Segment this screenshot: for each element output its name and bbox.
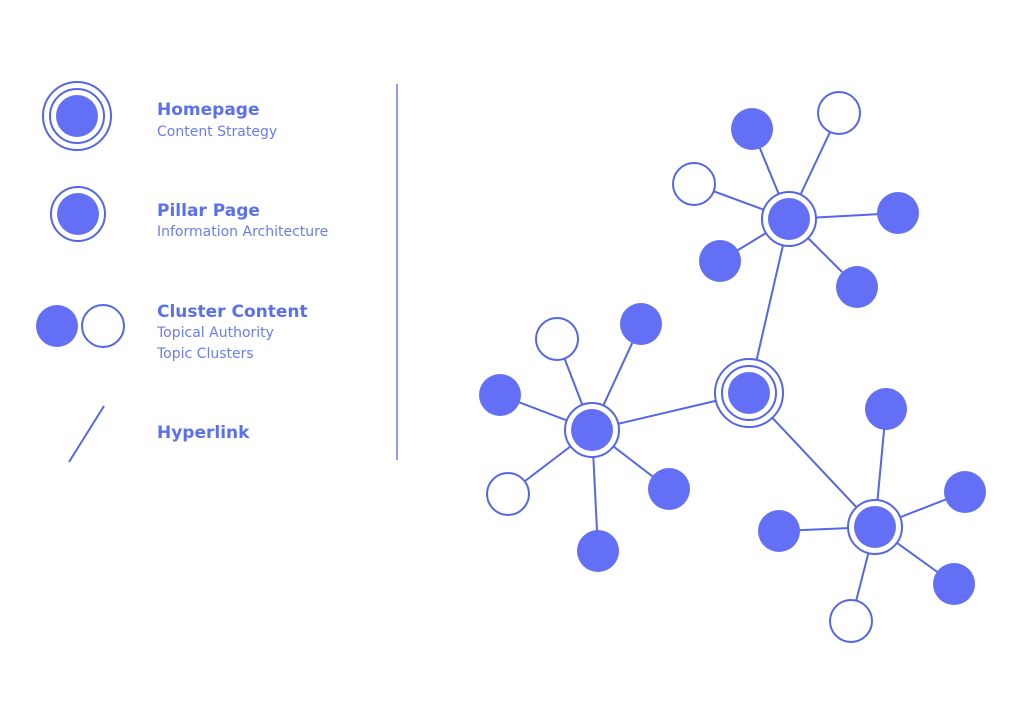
legend-pillar-icon (50, 186, 106, 242)
cluster-node-filled (865, 388, 907, 430)
legend-pillar-subtitle: Information Architecture (157, 224, 328, 240)
legend-cluster-icon (36, 304, 125, 348)
cluster-node-filled (731, 108, 773, 150)
legend-hyperlink-icon (68, 405, 105, 463)
legend-pillar-title: Pillar Page (157, 201, 260, 221)
cluster-node-filled (479, 374, 521, 416)
legend-homepage-title: Homepage (157, 100, 260, 120)
legend-homepage-subtitle: Content Strategy (157, 124, 277, 140)
cluster-node-filled (648, 468, 690, 510)
legend-cluster-subtitle-2: Topic Clusters (156, 346, 254, 362)
cluster-node-filled (933, 563, 975, 605)
homepage-node (714, 358, 784, 428)
cluster-node-filled (877, 192, 919, 234)
cluster-node-outline (486, 472, 530, 516)
legend-hyperlink-title: Hyperlink (157, 423, 250, 443)
cluster-node-filled (577, 530, 619, 572)
cluster-node-filled (758, 510, 800, 552)
pillar-node-right (847, 499, 903, 555)
legend-homepage-icon (42, 81, 112, 151)
legend-cluster-subtitle-1: Topical Authority (156, 325, 274, 341)
cluster-node-outline (829, 599, 873, 643)
pillar-node-top (761, 191, 817, 247)
pillar-node-left (564, 402, 620, 458)
cluster-node-filled (944, 471, 986, 513)
cluster-node-outline (672, 162, 716, 206)
cluster-node-outline (535, 317, 579, 361)
cluster-node-filled (620, 303, 662, 345)
cluster-node-filled (836, 266, 878, 308)
cluster-node-outline (817, 91, 861, 135)
cluster-node-filled (699, 240, 741, 282)
legend-cluster-title: Cluster Content (157, 302, 308, 322)
